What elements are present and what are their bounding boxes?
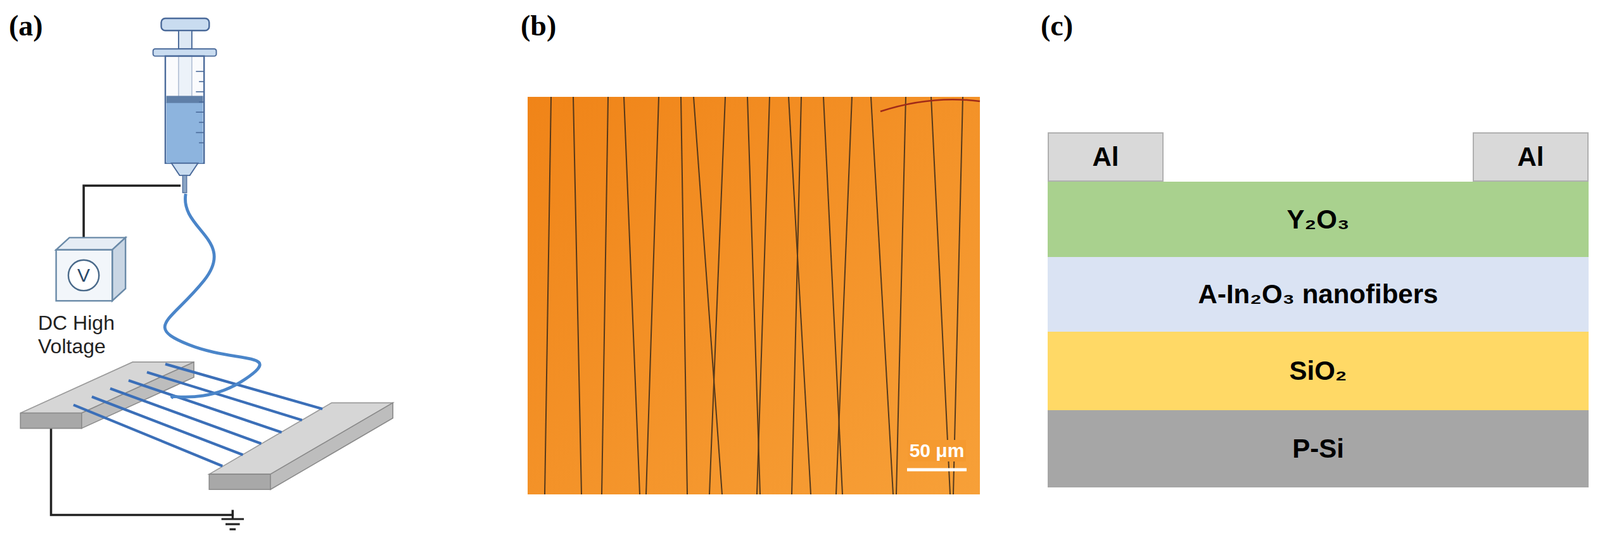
- voltmeter-symbol: V: [77, 264, 90, 287]
- layer-name: A-In₂O₃ nanofibers: [1198, 279, 1439, 310]
- micrograph: [527, 96, 980, 495]
- layer-name: Y₂O₃: [1287, 204, 1350, 235]
- layer-band: Y₂O₃: [1047, 181, 1589, 258]
- layer-name: SiO₂: [1288, 355, 1347, 387]
- layer-name: Al: [1092, 141, 1120, 173]
- layer-band: P-Si: [1047, 410, 1589, 488]
- layer-band: SiO₂: [1047, 331, 1589, 411]
- electrospinning-setup: [20, 18, 393, 530]
- layer-band: A-In₂O₃ nanofibers: [1047, 257, 1589, 332]
- panel-label: (b): [520, 8, 557, 43]
- layer-name: P-Si: [1292, 433, 1345, 465]
- panel-label: (a): [8, 8, 44, 43]
- electrode-block: Al: [1472, 132, 1589, 182]
- scale-bar: [907, 468, 967, 472]
- source-label: DC High Voltage: [38, 311, 134, 359]
- panel-label: (c): [1040, 8, 1074, 43]
- electrode-block: Al: [1047, 132, 1164, 182]
- layer-name: Al: [1517, 141, 1545, 173]
- scale-label: 50 μm: [907, 440, 967, 462]
